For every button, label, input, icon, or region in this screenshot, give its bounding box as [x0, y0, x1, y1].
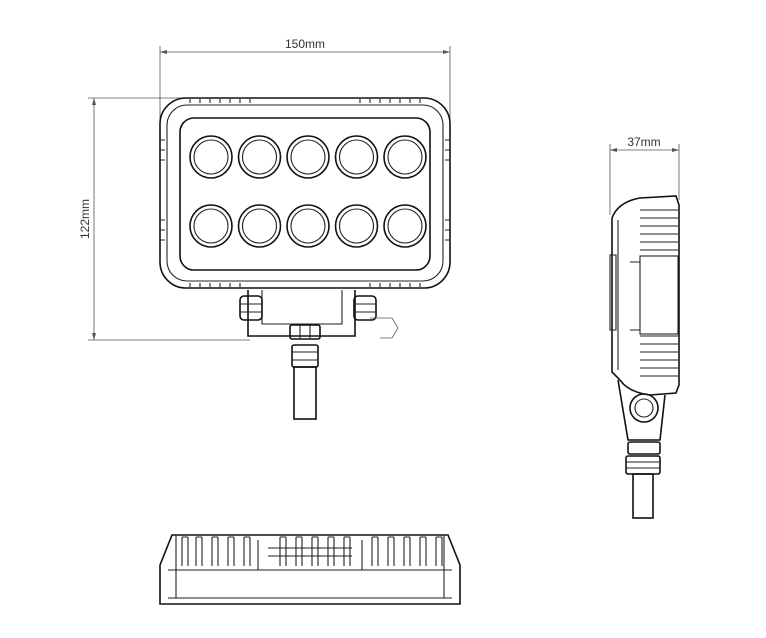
fin — [343, 536, 351, 566]
led-reflector — [193, 139, 229, 175]
bottom-fins — [181, 536, 443, 566]
depth-label: 37mm — [627, 135, 660, 149]
depth-dimension: 37mm — [609, 135, 680, 215]
lens-window — [179, 117, 431, 271]
side-fins — [630, 209, 679, 377]
fin — [311, 536, 319, 566]
front-housing-outer — [159, 97, 451, 289]
front-top-grip — [189, 99, 421, 287]
bottom-housing — [159, 534, 461, 605]
height-label: 122mm — [78, 199, 92, 239]
led-reflector — [387, 139, 423, 175]
side-view: 37mm — [609, 135, 680, 519]
front-side-grip — [160, 139, 450, 241]
led-reflector — [241, 139, 278, 175]
led-lens — [189, 135, 233, 179]
led-lens — [334, 204, 379, 248]
led-reflector — [387, 208, 423, 244]
fin — [181, 536, 189, 566]
fin — [243, 536, 251, 566]
fin — [435, 536, 443, 566]
led-reflector — [241, 208, 278, 244]
width-label: 150mm — [285, 37, 325, 51]
led-lens — [237, 135, 282, 179]
front-view: 150mm 122mm — [78, 37, 451, 420]
led-reflector — [193, 208, 229, 244]
bottom-view — [159, 534, 461, 605]
fin — [195, 536, 203, 566]
led-lens — [286, 204, 330, 248]
width-dimension: 150mm — [159, 37, 451, 120]
led-lens — [237, 204, 282, 248]
led-lens — [286, 135, 330, 179]
led-reflector — [338, 139, 375, 175]
side-housing — [611, 195, 680, 396]
side-bracket — [617, 379, 666, 519]
fin — [227, 536, 235, 566]
fin — [419, 536, 427, 566]
led-reflector — [290, 139, 326, 175]
height-dimension: 122mm — [78, 97, 250, 341]
led-reflector — [338, 208, 375, 244]
led-lens — [383, 135, 427, 179]
led-lens — [189, 204, 233, 248]
fin — [211, 536, 219, 566]
fin — [327, 536, 335, 566]
mount-bracket — [239, 290, 399, 339]
led-lens — [383, 204, 427, 248]
led-array — [189, 135, 427, 248]
fin — [403, 536, 411, 566]
fin — [387, 536, 395, 566]
led-reflector — [290, 208, 326, 244]
fin — [371, 536, 379, 566]
fin — [295, 536, 303, 566]
led-lens — [334, 135, 379, 179]
fin — [279, 536, 287, 566]
front-housing-inner — [166, 104, 444, 282]
mount-stud — [289, 324, 321, 420]
